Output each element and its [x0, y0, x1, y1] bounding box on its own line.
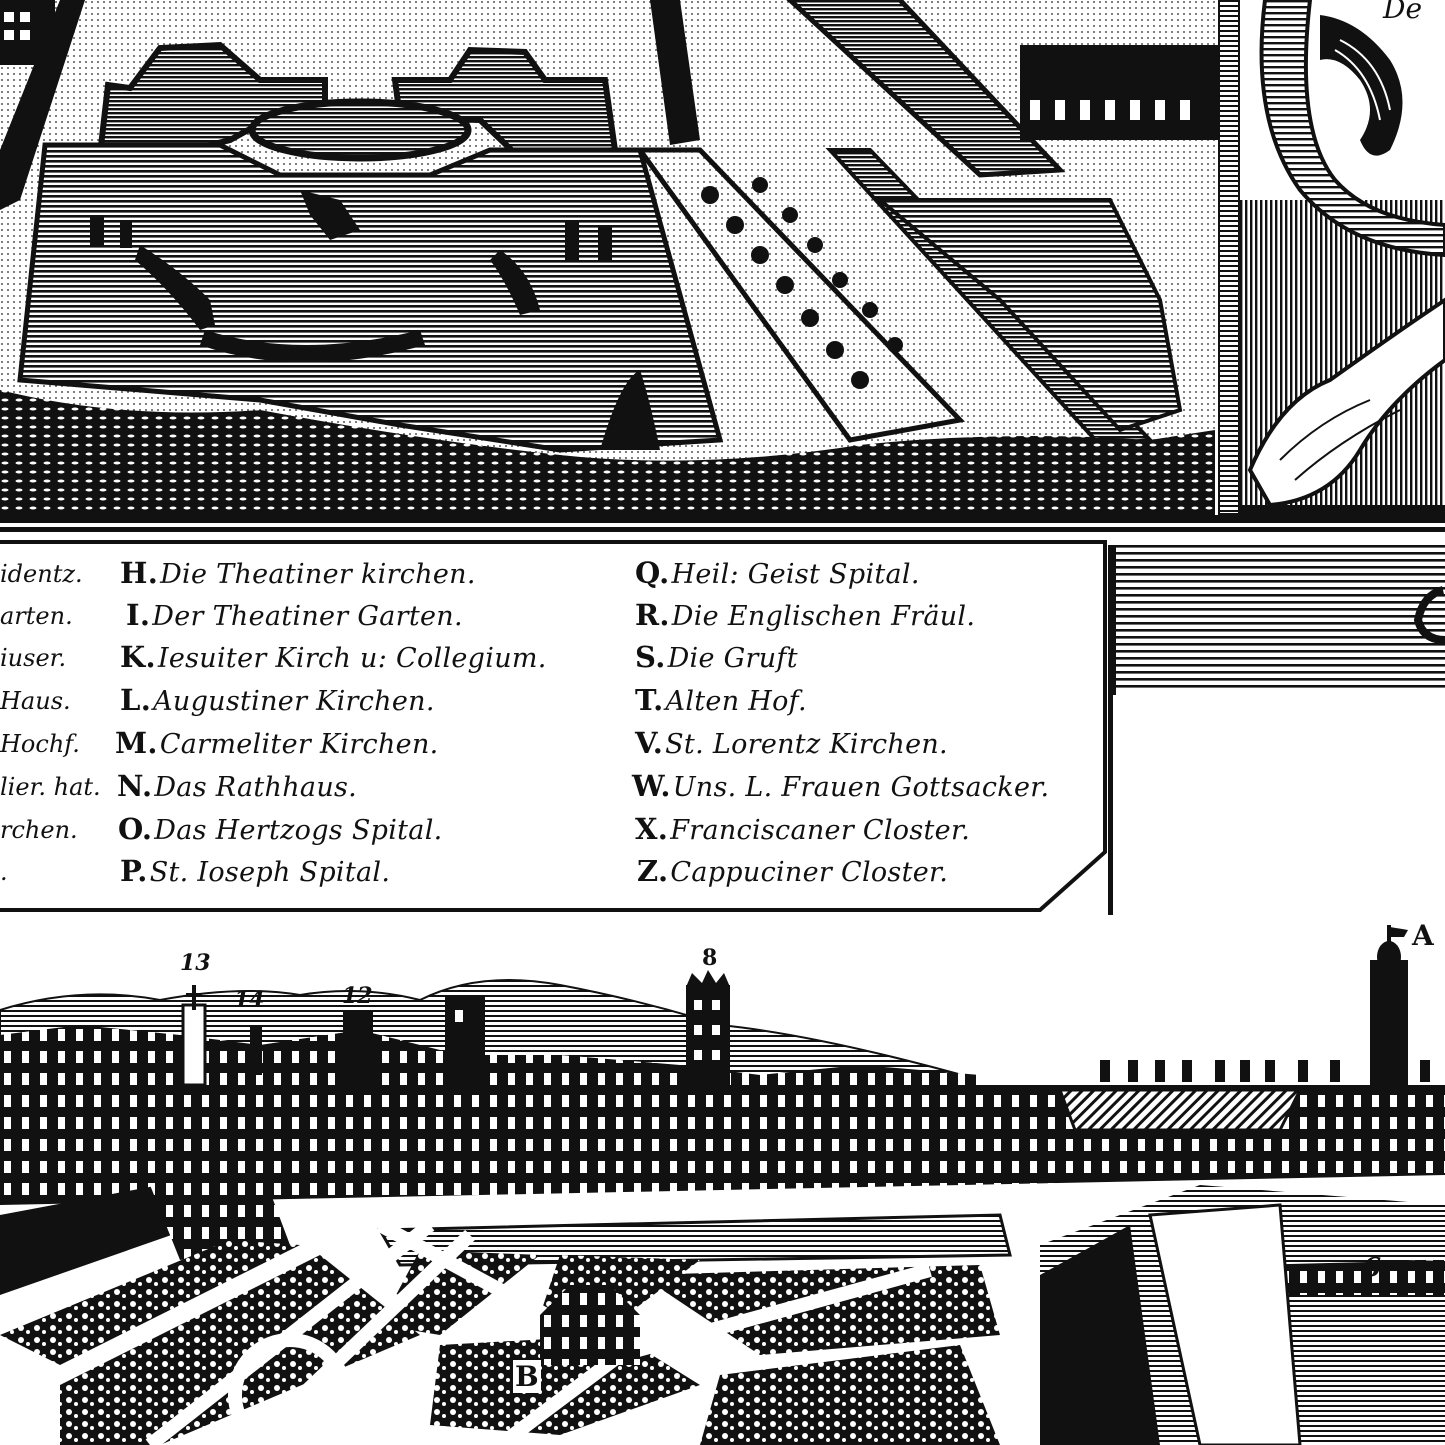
- legend-key-letter: H.: [120, 556, 159, 590]
- map-marker-13: 13: [180, 950, 211, 976]
- legend-entry: V.St. Lorentz Kirchen.: [635, 729, 948, 760]
- legend-key-letter: Z.: [637, 854, 669, 888]
- legend-entry: S.Die Gruft: [635, 643, 798, 674]
- frame-band: [0, 515, 1445, 523]
- legend-fragment: lier. hat.: [0, 773, 101, 801]
- legend-entry-text: Augustiner Kirchen.: [153, 686, 435, 717]
- legend-key-letter: K.: [120, 640, 156, 674]
- legend-key-letter: L.: [120, 683, 152, 717]
- frame-line: [1108, 695, 1113, 915]
- garden-engraving: [0, 0, 1230, 515]
- legend-key-letter: Q.: [635, 556, 670, 590]
- map-marker-A: A: [1412, 919, 1434, 952]
- legend-entry-text: Carmeliter Kirchen.: [159, 729, 439, 760]
- legend-entry-text: Franciscaner Closter.: [670, 815, 971, 846]
- legend-entry: Q.Heil: Geist Spital.: [635, 559, 920, 590]
- legend-fragment: .: [0, 858, 8, 886]
- legend-entry-text: Das Hertzogs Spital.: [154, 815, 443, 846]
- legend-entry-text: Uns. L. Frauen Gottsacker.: [672, 772, 1050, 803]
- frame-band: [0, 527, 1445, 532]
- legend-key-letter: T.: [635, 683, 664, 717]
- legend-entry: L.Augustiner Kirchen.: [120, 686, 435, 717]
- legend-entry: N.Das Rathhaus.: [117, 772, 358, 803]
- legend-fragment: Haus.: [0, 687, 71, 715]
- legend-entry: P.St. Ioseph Spital.: [120, 857, 391, 888]
- legend-entry: H.Die Theatiner kirchen.: [120, 559, 476, 590]
- hatched-panel: [1108, 545, 1445, 695]
- legend-entry: O.Das Hertzogs Spital.: [118, 815, 443, 846]
- city-panorama: 13 14 12 8 A 6 B: [0, 915, 1445, 1445]
- map-marker-12: 12: [342, 983, 373, 1009]
- legend-entry: W.Uns. L. Frauen Gottsacker.: [632, 772, 1050, 803]
- legend-key-letter: P.: [120, 854, 148, 888]
- legend-fragment: arten.: [0, 602, 73, 630]
- legend-entry: X.Franciscaner Closter.: [635, 815, 971, 846]
- legend-fragment: rchen.: [0, 816, 78, 844]
- legend-entry-text: Heil: Geist Spital.: [671, 559, 920, 590]
- legend-entry-text: St. Lorentz Kirchen.: [665, 729, 948, 760]
- map-marker-B: B: [513, 1360, 541, 1393]
- map-marker-6: 6: [1363, 1253, 1382, 1283]
- legend-entry: I.Der Theatiner Garten.: [126, 601, 463, 632]
- legend-key-letter: M.: [115, 726, 158, 760]
- legend-key: identz. arten. iuser. Haus. Hochf. lier.…: [0, 540, 1110, 912]
- legend-entry: T.Alten Hof.: [635, 686, 807, 717]
- frame-pilaster: [1218, 0, 1240, 515]
- legend-entry: K.Iesuiter Kirch u: Collegium.: [120, 643, 547, 674]
- legend-entry-text: Die Theatiner kirchen.: [160, 559, 476, 590]
- legend-entry: M.Carmeliter Kirchen.: [115, 729, 439, 760]
- legend-fragment: iuser.: [0, 644, 67, 672]
- legend-key-letter: W.: [632, 769, 671, 803]
- legend-entry-text: Cappuciner Closter.: [670, 857, 949, 888]
- legend-entry-text: St. Ioseph Spital.: [149, 857, 391, 888]
- legend-key-letter: S.: [635, 640, 666, 674]
- cartouche-ornament: De: [1240, 0, 1445, 515]
- legend-entry-text: Alten Hof.: [665, 686, 807, 717]
- map-marker-14: 14: [234, 987, 265, 1013]
- legend-key-letter: V.: [635, 726, 664, 760]
- legend-fragment: identz.: [0, 560, 83, 588]
- legend-key-letter: N.: [117, 769, 153, 803]
- legend-entry-text: Der Theatiner Garten.: [152, 601, 463, 632]
- legend-key-letter: R.: [635, 598, 670, 632]
- legend-key-letter: O.: [118, 812, 153, 846]
- map-marker-8: 8: [702, 945, 718, 971]
- legend-entry: R.Die Englischen Fräul.: [635, 601, 976, 632]
- legend-fragment: Hochf.: [0, 730, 80, 758]
- legend-entry: Z.Cappuciner Closter.: [637, 857, 949, 888]
- legend-entry-text: Die Gruft: [667, 643, 798, 674]
- legend-entry-text: Das Rathhaus.: [154, 772, 358, 803]
- legend-entry-text: Die Englischen Fräul.: [671, 601, 976, 632]
- plate-title-fragment: De: [1383, 0, 1423, 25]
- legend-key-letter: X.: [635, 812, 669, 846]
- legend-entry-text: Iesuiter Kirch u: Collegium.: [157, 643, 547, 674]
- legend-key-letter: I.: [126, 598, 151, 632]
